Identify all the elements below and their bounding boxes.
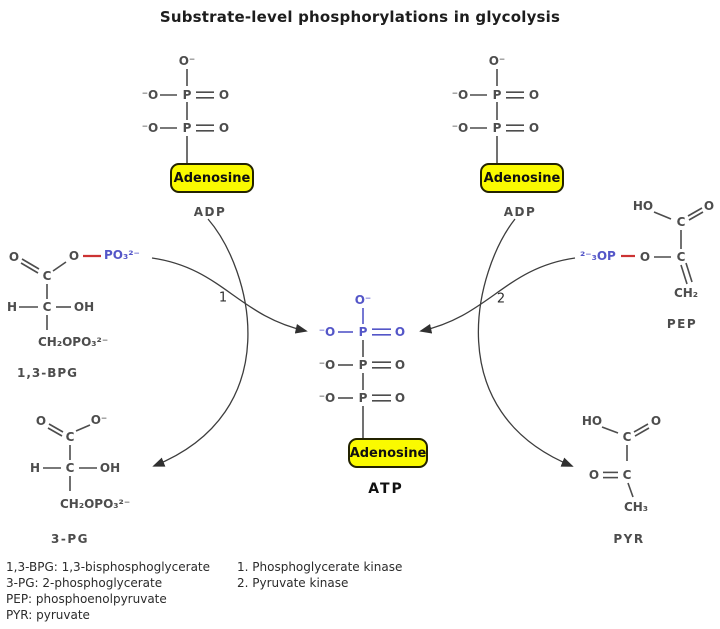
pyr-label: PYR — [613, 532, 645, 546]
atom-minus-o: ⁻O — [141, 121, 159, 135]
pg-bonds — [43, 423, 97, 491]
adp-left-label: ADP — [193, 205, 227, 219]
ch2-group: CH₂ — [673, 286, 699, 300]
adenosine-label: Adenosine — [349, 445, 427, 461]
page-title: Substrate-level phosphorylations in glyc… — [159, 8, 561, 26]
legend-item: PYR: pyruvate — [6, 608, 90, 622]
arrow-bpg-to-atp — [151, 257, 308, 334]
atom-c: C — [65, 461, 75, 475]
atom-o: O — [394, 325, 406, 339]
atom-o: O — [528, 121, 540, 135]
atom-o: O — [394, 391, 406, 405]
atom-oh: OH — [99, 461, 121, 475]
atom-o: O — [639, 250, 651, 264]
legend-enzymes: 1. Phosphoglycerate kinase 2. Pyruvate k… — [237, 559, 402, 591]
atom-c: C — [676, 250, 686, 264]
step-2-number: 2 — [496, 291, 506, 307]
atom-o: O — [650, 414, 662, 428]
atom-h: H — [6, 300, 18, 314]
legend-abbreviations: 1,3-BPG: 1,3-bisphosphoglycerate 3-PG: 2… — [6, 559, 210, 623]
legend-item: PEP: phosphoenolpyruvate — [6, 592, 167, 606]
atom-minus-o: ⁻O — [451, 88, 469, 102]
pep-bonds — [621, 207, 704, 285]
atom-o: O — [218, 88, 230, 102]
adenosine-box-adp-right: Adenosine — [480, 163, 564, 193]
atom-minus-o: ⁻O — [451, 121, 469, 135]
atom-oh: OH — [73, 300, 95, 314]
pep-label: PEP — [666, 317, 698, 331]
atom-p: P — [492, 121, 502, 135]
atom-o: O — [528, 88, 540, 102]
atom-p: P — [182, 121, 192, 135]
adp-left-bonds — [160, 69, 214, 164]
phosphate-group: ²⁻₃OP — [580, 249, 616, 263]
atom-minus-o: ⁻O — [318, 358, 336, 372]
legend-item: 2. Pyruvate kinase — [237, 576, 349, 590]
atom-o: O — [35, 414, 47, 428]
atom-o: O — [394, 358, 406, 372]
ch2opo3-group: CH₂OPO₃²⁻ — [38, 335, 109, 349]
atom-p: P — [358, 325, 368, 339]
atom-o: O — [68, 249, 80, 263]
atom-c: C — [622, 430, 632, 444]
atom-c: C — [622, 468, 632, 482]
atom-o-minus: O⁻ — [90, 413, 108, 427]
legend-item: 1. Phosphoglycerate kinase — [237, 560, 403, 574]
atom-ho: HO — [581, 414, 603, 428]
adenosine-box-adp-left: Adenosine — [170, 163, 254, 193]
bpg-bonds — [19, 254, 101, 330]
atom-c: C — [42, 269, 52, 283]
arrow-pep-to-atp — [419, 257, 576, 334]
atom-o: O — [703, 199, 715, 213]
adenosine-box-atp: Adenosine — [348, 438, 428, 468]
reaction-arrows — [151, 218, 576, 467]
atom-minus-o: ⁻O — [141, 88, 159, 102]
pyr-bonds — [601, 423, 650, 498]
atom-p: P — [358, 391, 368, 405]
atom-p: P — [358, 358, 368, 372]
atom-c: C — [65, 430, 75, 444]
atom-o: O — [8, 250, 20, 264]
atom-p: P — [182, 88, 192, 102]
atp-bonds — [338, 308, 391, 439]
atom-c: C — [42, 300, 52, 314]
atp-label: ATP — [368, 481, 404, 497]
adp-right-label: ADP — [503, 205, 537, 219]
step-1-number: 1 — [218, 290, 228, 306]
ch2opo3-group: CH₂OPO₃²⁻ — [60, 497, 131, 511]
ch3-group: CH₃ — [623, 500, 649, 514]
arrow-adp-to-3pg — [152, 218, 249, 467]
bpg-label: 1,3-BPG — [17, 366, 79, 380]
atom-p: P — [492, 88, 502, 102]
legend-item: 3-PG: 2-phosphoglycerate — [6, 576, 163, 590]
atom-minus-o: ⁻O — [318, 391, 336, 405]
phosphate-group: PO₃²⁻ — [104, 248, 140, 262]
adp-right-bonds — [470, 69, 524, 164]
pg-label: 3-PG — [51, 532, 89, 546]
atom-o-minus: O⁻ — [354, 293, 372, 307]
atom-o-minus: O⁻ — [178, 54, 196, 68]
atom-o: O — [218, 121, 230, 135]
atom-o-minus: O⁻ — [488, 54, 506, 68]
adenosine-label: Adenosine — [173, 170, 251, 186]
legend-item: 1,3-BPG: 1,3-bisphosphoglycerate — [6, 560, 211, 574]
atom-o: O — [588, 468, 600, 482]
atom-ho: HO — [632, 199, 654, 213]
arrow-adp-to-pyr — [477, 218, 574, 467]
atom-minus-o: ⁻O — [318, 325, 336, 339]
adenosine-label: Adenosine — [483, 170, 561, 186]
atom-c: C — [676, 215, 686, 229]
atom-h: H — [29, 461, 41, 475]
